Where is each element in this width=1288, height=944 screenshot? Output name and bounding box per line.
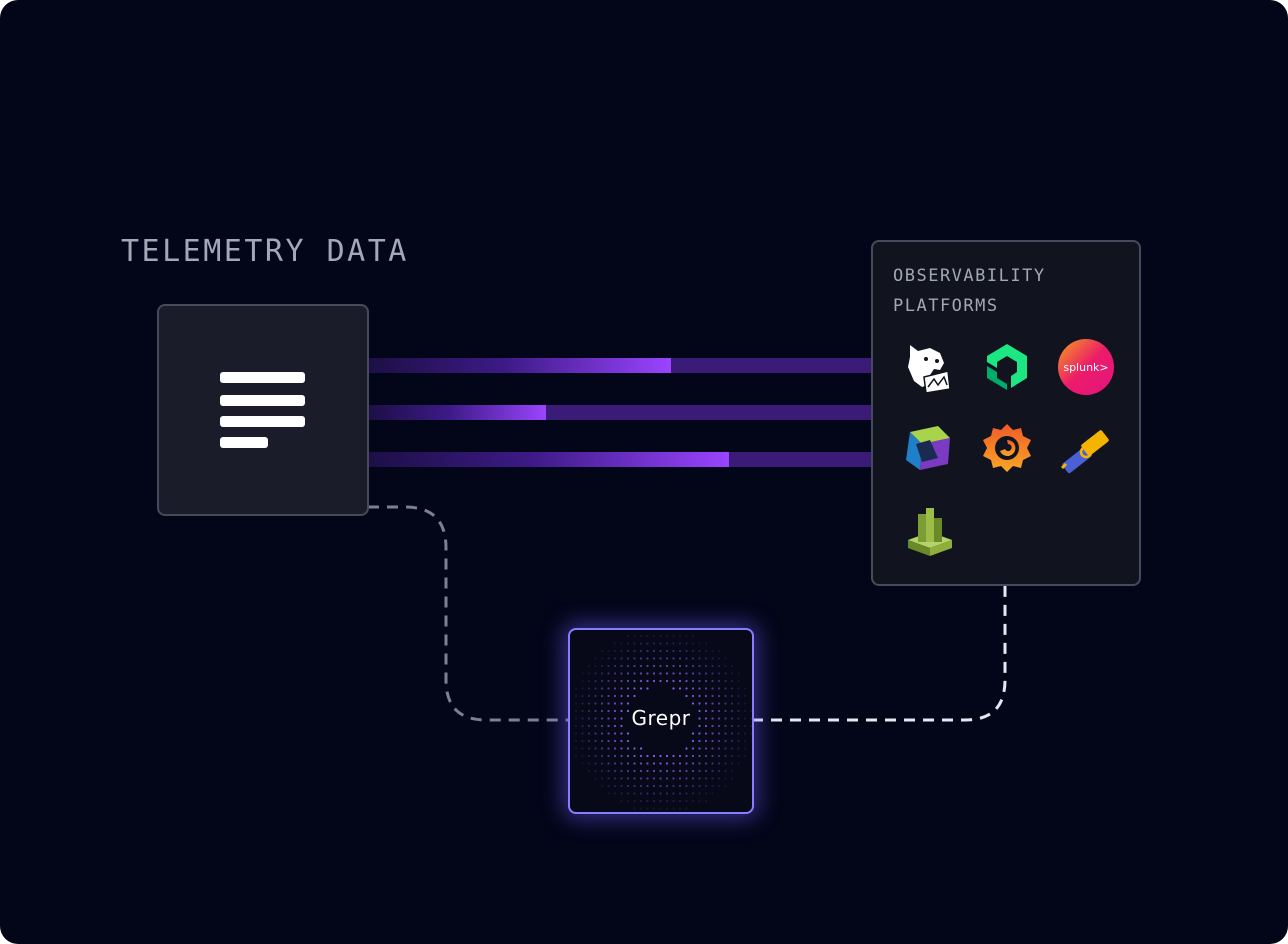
- dashed-route-left: [368, 505, 568, 722]
- telescope-icon: [1056, 418, 1116, 478]
- grepr-node: Grepr: [568, 628, 754, 814]
- grafana-swirl-icon: [977, 418, 1037, 478]
- new-relic-hexagon-icon: [977, 337, 1037, 397]
- datadog-dog-icon: [900, 337, 960, 397]
- dashed-route-right: [752, 584, 1007, 722]
- observability-platforms-panel: OBSERVABILITY PLATFORMS: [871, 240, 1141, 586]
- stream-2: [368, 405, 871, 420]
- cube-icon: [900, 418, 960, 478]
- stream-1: [368, 358, 871, 373]
- telemetry-title: TELEMETRY DATA: [121, 234, 409, 269]
- telemetry-source-box: [157, 304, 369, 516]
- splunk-logo: splunk>: [1056, 337, 1116, 397]
- platforms-title: OBSERVABILITY PLATFORMS: [893, 266, 1046, 316]
- splunk-text: splunk>: [1063, 361, 1108, 374]
- aws-cloudwatch-icon: [900, 500, 960, 560]
- stream-3: [368, 452, 871, 467]
- grepr-logo-text: Grepr: [631, 706, 691, 730]
- dot-grid-pattern: [574, 634, 752, 810]
